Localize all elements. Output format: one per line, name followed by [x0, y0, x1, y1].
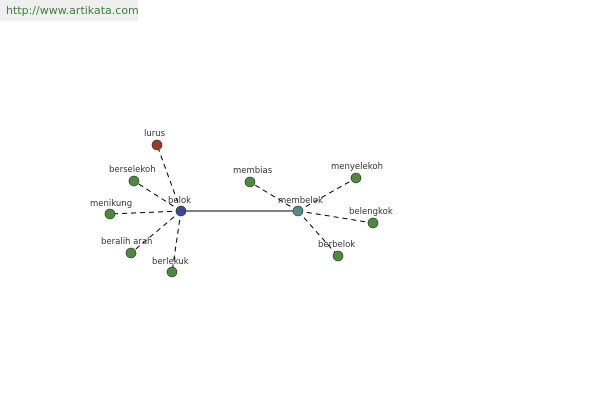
node-label: belengkok: [349, 207, 393, 217]
node-membelok[interactable]: membelok: [278, 196, 323, 217]
node-label: lurus: [144, 129, 166, 139]
node-dot[interactable]: [350, 172, 362, 184]
node-dot[interactable]: [128, 175, 140, 187]
node-lurus[interactable]: lurus: [144, 129, 166, 151]
node-menikung[interactable]: menikung: [90, 199, 132, 220]
edge-belok-berselekoh: [133, 180, 182, 212]
edge-membelok-menyelekoh: [297, 177, 357, 212]
node-dot[interactable]: [104, 208, 116, 220]
node-menyelekoh[interactable]: menyelekoh: [331, 162, 383, 184]
graph-edges: [109, 144, 374, 273]
node-label: membelok: [278, 196, 323, 206]
node-dot[interactable]: [292, 205, 304, 217]
node-dot[interactable]: [244, 176, 256, 188]
node-label: beralih arah: [101, 237, 152, 247]
edge-membelok-membias: [249, 181, 299, 212]
node-dot[interactable]: [367, 217, 379, 229]
node-dot[interactable]: [125, 247, 137, 259]
source-bar: http://www.artikata.com: [0, 0, 139, 21]
node-berbelok[interactable]: berbelok: [318, 240, 355, 262]
node-label: menyelekoh: [331, 162, 383, 172]
edge-belok-menikung: [109, 210, 182, 215]
node-label: menikung: [90, 199, 132, 209]
edge-membelok-belengkok: [297, 210, 374, 224]
node-dot[interactable]: [166, 266, 178, 278]
node-label: berselekoh: [109, 165, 156, 175]
node-dot[interactable]: [175, 205, 187, 217]
edge-membelok-berbelok: [297, 210, 339, 257]
node-dot[interactable]: [151, 139, 163, 151]
node-belok[interactable]: belok: [168, 196, 191, 217]
node-dot[interactable]: [332, 250, 344, 262]
node-beralih-arah[interactable]: beralih arah: [101, 237, 152, 259]
node-label: belok: [168, 196, 191, 206]
node-label: berbelok: [318, 240, 355, 250]
graph-nodes: lurus berselekoh menikung beralih arahberle…: [90, 129, 393, 278]
node-label: berlekuk: [152, 257, 189, 267]
edge-belok-lurus: [156, 144, 182, 212]
edge-belok-beralih_arah: [130, 210, 182, 254]
node-berlekuk[interactable]: berlekuk: [152, 257, 189, 278]
node-label: membias: [233, 166, 273, 176]
node-belengkok[interactable]: belengkok: [349, 207, 393, 229]
node-membias[interactable]: membias: [233, 166, 273, 188]
node-berselekoh[interactable]: berselekoh: [109, 165, 156, 187]
source-link[interactable]: http://www.artikata.com: [6, 4, 139, 17]
edge-belok-berlekuk: [171, 210, 182, 273]
